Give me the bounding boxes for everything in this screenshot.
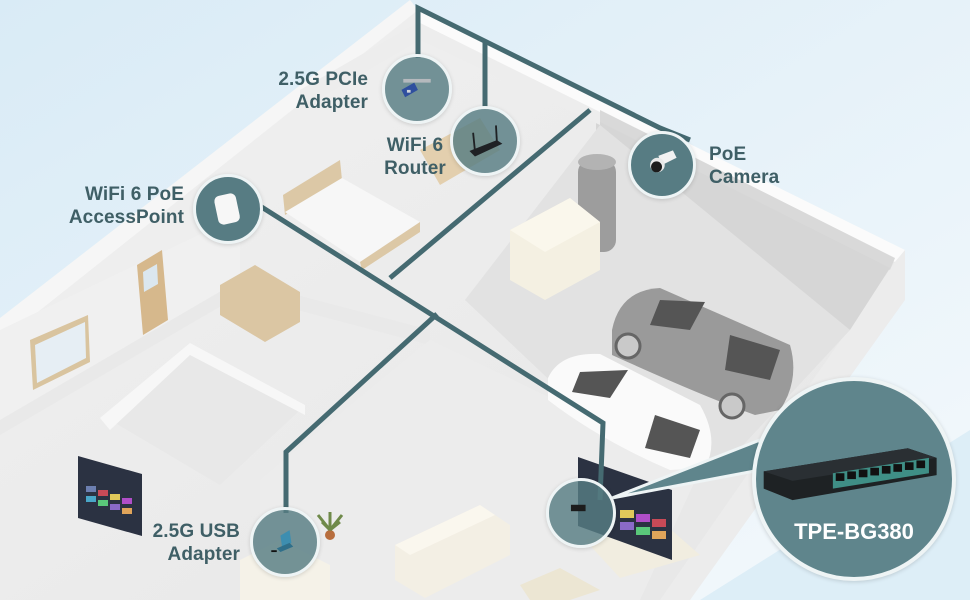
- water-heater-top: [578, 154, 616, 170]
- window-glass: [35, 322, 86, 383]
- router-label-line1: WiFi 6: [386, 135, 444, 156]
- pcie-card-icon: [401, 78, 431, 98]
- ethernet-port: [893, 464, 903, 472]
- laptop-icon: [271, 530, 294, 553]
- bed-headboard: [283, 160, 342, 215]
- usb-label-line1: 2.5G USB: [152, 521, 240, 542]
- poe-camera-callout[interactable]: [628, 131, 696, 199]
- access-point-icon: [214, 193, 240, 225]
- pcie-adapter-label: 2.5G PCIe Adapter: [236, 68, 368, 114]
- camera-icon: [650, 150, 677, 173]
- potted-plant: [316, 512, 344, 540]
- switch-ports: [832, 457, 929, 489]
- bathroom-wall: [100, 343, 305, 430]
- pcie-label-line1: 2.5G PCIe: [278, 69, 368, 90]
- ethernet-port: [904, 462, 914, 470]
- door-window: [143, 264, 158, 292]
- camera-label-line1: PoE: [709, 144, 747, 165]
- pcie-adapter-callout[interactable]: [382, 54, 452, 124]
- tpe-bg380-callout[interactable]: TPE-BG380: [752, 377, 956, 581]
- camera-label-line2: Camera: [709, 167, 780, 188]
- gray-car: [612, 288, 794, 420]
- usb-adapter-label: 2.5G USB Adapter: [130, 520, 240, 566]
- wifi6-router-label: WiFi 6 Router: [370, 134, 460, 180]
- usb-adapter-callout[interactable]: [250, 507, 320, 577]
- ethernet-port: [881, 465, 891, 474]
- poe-camera-label: PoE Camera: [709, 143, 809, 189]
- ethernet-port: [870, 467, 879, 476]
- wifi6-access-point-callout[interactable]: [193, 174, 263, 244]
- ethernet-port: [835, 473, 845, 481]
- cable-center-to-usb: [283, 312, 439, 513]
- bedroom-back-wall: [300, 22, 600, 125]
- coffee-table: [520, 568, 600, 600]
- washer-dryer-top: [510, 198, 600, 252]
- ethernet-port: [847, 471, 856, 480]
- ethernet-port: [858, 469, 868, 478]
- switch-mini-icon: [570, 504, 586, 512]
- ap-label-line1: WiFi 6 PoE: [84, 184, 184, 205]
- ap-label-line2: AccessPoint: [68, 207, 184, 228]
- port-panel: [832, 457, 929, 489]
- white-car: [548, 353, 712, 470]
- wifi6-access-point-label: WiFi 6 PoE AccessPoint: [50, 183, 184, 229]
- router-label-line2: Router: [384, 158, 446, 179]
- dresser: [220, 265, 300, 342]
- network-switch-icon: [763, 448, 937, 501]
- wifi6-router-callout[interactable]: [450, 106, 520, 176]
- pcie-label-line2: Adapter: [295, 92, 368, 113]
- cable-garage-diagonal: [388, 108, 592, 280]
- bed: [285, 178, 420, 262]
- bed-frame: [360, 222, 420, 270]
- cable-ap-to-switch: [258, 203, 606, 501]
- sofa: [395, 505, 510, 598]
- smart-tv-left: [78, 456, 142, 536]
- network-cables: [258, 3, 691, 513]
- router-icon: [469, 125, 503, 157]
- switch-location-callout[interactable]: [546, 478, 616, 548]
- usb-label-line2: Adapter: [167, 544, 240, 565]
- ethernet-port: [916, 460, 926, 469]
- switch-model-label: TPE-BG380: [794, 519, 914, 544]
